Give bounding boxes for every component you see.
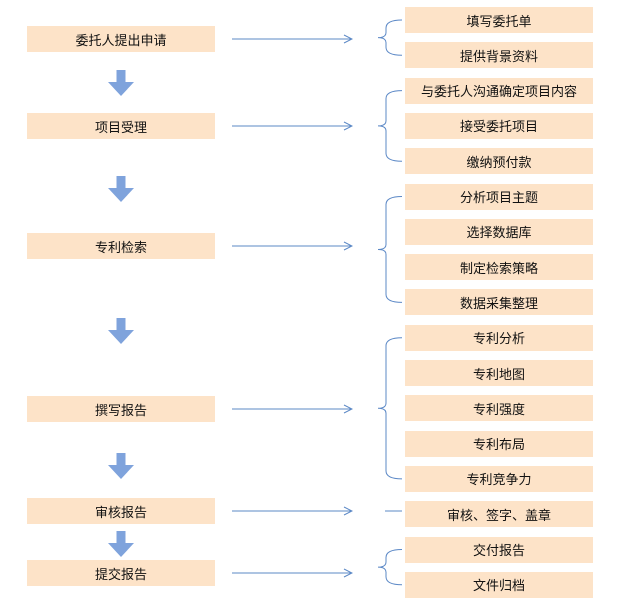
- detail-box-4-4-label: 专利布局: [472, 438, 525, 454]
- detail-box-2-3-label: 缴纳预付款: [466, 155, 532, 171]
- detail-box-3-4-label: 数据采集整理: [459, 296, 538, 312]
- stage-box-5-label: 审核报告: [94, 505, 147, 521]
- stage-box-4: 撰写报告: [27, 396, 215, 422]
- bracket-3: [377, 196, 403, 303]
- detail-box-2-2: 接受委托项目: [405, 112, 593, 139]
- stage-box-2-label: 项目受理: [94, 120, 147, 136]
- detail-box-4-2: 专利地图: [405, 360, 593, 386]
- detail-box-3-3: 制定检索策略: [405, 254, 593, 281]
- bracket-1: [377, 19, 403, 56]
- down-arrow-4: [108, 453, 134, 479]
- detail-box-3-4: 数据采集整理: [405, 289, 593, 316]
- detail-box-2-2-label: 接受委托项目: [459, 120, 538, 136]
- bracket-4: [377, 337, 403, 480]
- detail-box-6-1-label: 交付报告: [472, 544, 525, 559]
- detail-box-6-1: 交付报告: [405, 536, 593, 563]
- stage-box-3: 专利检索: [27, 233, 215, 259]
- stage-box-1-label: 委托人提出申请: [75, 33, 167, 49]
- stage-box-1: 委托人提出申请: [27, 26, 215, 52]
- detail-box-1-1-label: 填写委托单: [466, 14, 532, 30]
- down-arrow-5: [108, 531, 134, 557]
- stage-box-6-label: 提交报告: [94, 567, 147, 583]
- detail-box-3-2: 选择数据库: [405, 218, 593, 245]
- detail-box-1-2: 提供背景资料: [405, 42, 593, 69]
- detail-box-1-2-label: 提供背景资料: [459, 49, 538, 65]
- detail-box-4-4: 专利布局: [405, 430, 593, 457]
- detail-box-3-2-label: 选择数据库: [466, 226, 532, 242]
- bracket-2: [377, 90, 403, 162]
- detail-box-4-1: 专利分析: [405, 324, 593, 351]
- detail-box-3-1: 分析项目主题: [405, 183, 593, 210]
- detail-box-1-1: 填写委托单: [405, 7, 593, 33]
- stage-box-5: 审核报告: [27, 498, 215, 524]
- detail-box-2-1-label: 与委托人沟通确定项目内容: [420, 85, 577, 101]
- detail-box-2-1: 与委托人沟通确定项目内容: [405, 77, 593, 104]
- stage-box-6: 提交报告: [27, 560, 215, 586]
- detail-box-3-3-label: 制定检索策略: [459, 261, 538, 277]
- stage-box-4-label: 撰写报告: [94, 403, 147, 419]
- detail-box-4-1-label: 专利分析: [472, 332, 525, 348]
- detail-box-4-3-label: 专利强度: [472, 402, 525, 418]
- detail-box-3-1-label: 分析项目主题: [459, 191, 538, 206]
- detail-box-4-5: 专利竞争力: [405, 465, 593, 492]
- stage-box-3-label: 专利检索: [94, 240, 147, 256]
- detail-box-5-1: 审核、签字、盖章: [405, 501, 593, 528]
- detail-box-4-3: 专利强度: [405, 395, 593, 422]
- bracket-6: [377, 549, 403, 586]
- down-arrow-1: [108, 70, 134, 96]
- detail-box-4-2-label: 专利地图: [472, 367, 525, 383]
- detail-box-2-3: 缴纳预付款: [405, 148, 593, 175]
- detail-box-5-1-label: 审核、签字、盖章: [446, 508, 551, 524]
- stage-box-2: 项目受理: [27, 113, 215, 139]
- down-arrow-2: [108, 176, 134, 202]
- detail-box-6-2: 文件归档: [405, 571, 593, 598]
- down-arrow-3: [108, 318, 134, 344]
- detail-box-4-5-label: 专利竞争力: [466, 473, 532, 489]
- detail-box-6-2-label: 文件归档: [472, 579, 525, 595]
